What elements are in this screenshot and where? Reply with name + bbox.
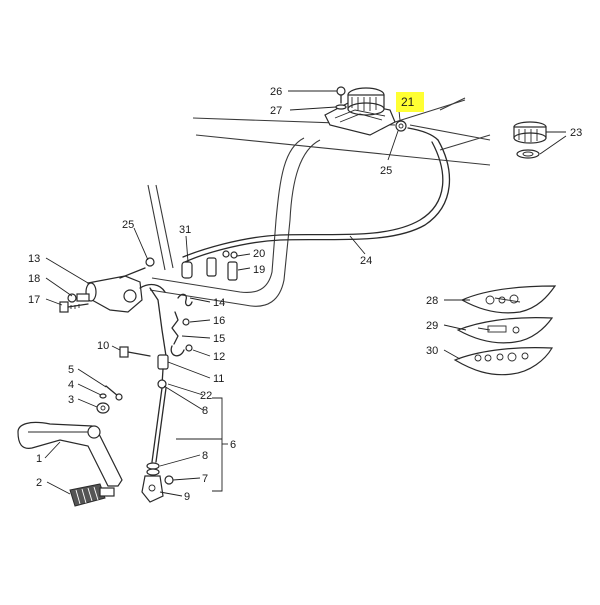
label-26: 26: [270, 86, 282, 98]
label-21: 21: [401, 95, 415, 109]
label-30: 30: [426, 345, 438, 357]
label-20: 20: [253, 248, 265, 260]
label-13: 13: [28, 253, 40, 265]
label-24: 24: [360, 255, 372, 267]
kit-30: [453, 347, 554, 376]
label-22: 22: [200, 390, 212, 402]
pivot-hardware: [96, 385, 123, 414]
frame-tubes: [147, 97, 491, 307]
label-15: 15: [213, 333, 225, 345]
springs: [149, 287, 193, 357]
label-8-upper: 8: [202, 405, 208, 417]
label-18: 18: [28, 273, 40, 285]
label-9: 9: [184, 491, 190, 503]
label-1: 1: [36, 453, 42, 465]
reservoir-cap: [513, 121, 547, 159]
pushrod-assembly: [141, 354, 174, 503]
kit-28: [460, 285, 557, 314]
brake-pedal: [17, 421, 123, 507]
label-12: 12: [213, 351, 225, 363]
bolt-10: [119, 346, 151, 358]
kit-29: [456, 317, 554, 344]
hose-clips: [181, 250, 238, 281]
label-19: 19: [253, 264, 265, 276]
label-25-left: 25: [122, 219, 134, 231]
highlight-box: [396, 92, 424, 112]
label-6: 6: [230, 439, 236, 451]
label-31: 31: [179, 224, 191, 236]
label-14: 14: [213, 297, 225, 309]
label-28: 28: [426, 295, 438, 307]
label-4: 4: [68, 379, 74, 391]
bolt-17: [59, 301, 89, 313]
label-16: 16: [213, 315, 225, 327]
label-11: 11: [213, 373, 224, 385]
screw-26: [335, 86, 347, 110]
master-cylinder: [67, 257, 166, 313]
label-25-top: 25: [380, 165, 392, 177]
label-27: 27: [270, 105, 282, 117]
label-7: 7: [202, 473, 208, 485]
label-2: 2: [36, 477, 42, 489]
label-8-lower: 8: [202, 450, 208, 462]
label-10: 10: [97, 340, 109, 352]
label-23: 23: [570, 127, 582, 139]
label-3: 3: [68, 394, 74, 406]
label-29: 29: [426, 320, 438, 332]
callout-labels: 26 27 21 25 23 24 25 31 20 19 13 18 17 1…: [28, 86, 582, 503]
pedal-rubber: [69, 483, 115, 507]
label-5: 5: [68, 364, 74, 376]
leader-lines: [44, 90, 567, 497]
brake-reservoir: [324, 87, 439, 141]
label-17: 17: [28, 294, 40, 306]
brake-hose: [182, 139, 451, 263]
